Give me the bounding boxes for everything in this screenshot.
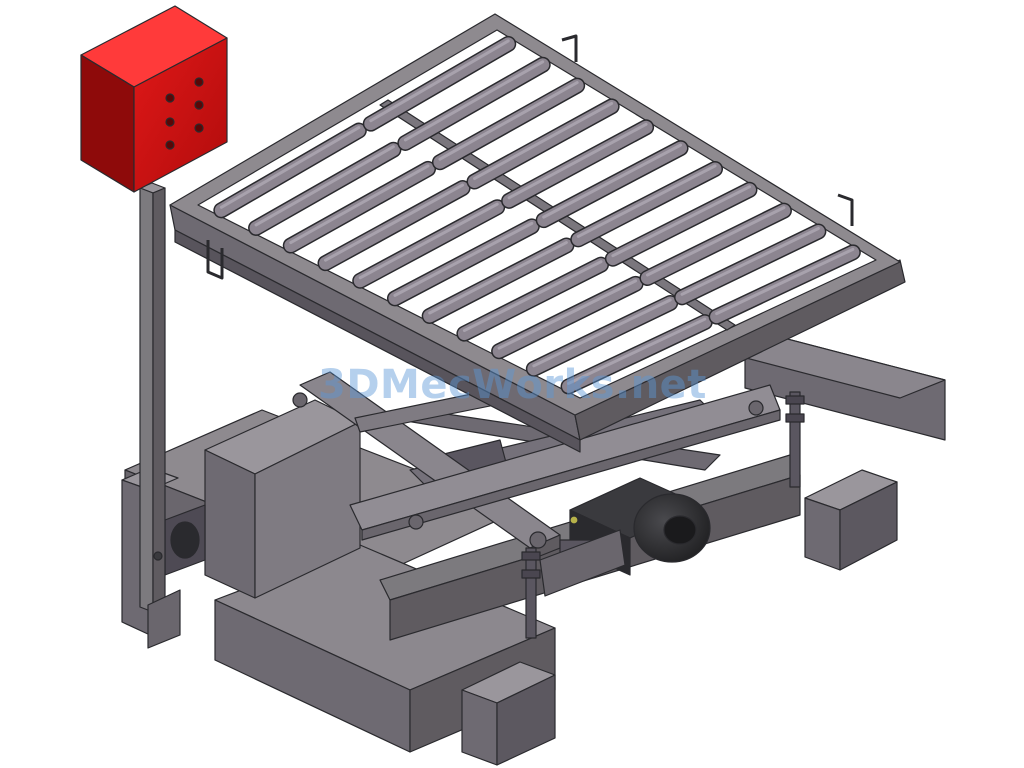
roller: [423, 239, 573, 323]
pivot-pin: [529, 531, 547, 549]
roller-highlight: [324, 183, 465, 262]
roller: [433, 79, 584, 169]
roller: [502, 120, 653, 208]
roller-highlight: [358, 202, 499, 280]
roller-highlight: [576, 164, 717, 238]
roller-highlight: [680, 226, 820, 296]
roller: [468, 99, 619, 189]
roller-highlight: [611, 185, 751, 258]
roller: [675, 224, 825, 304]
roller-highlight: [393, 221, 534, 297]
roller-highlight: [438, 81, 579, 161]
roller-highlight: [542, 143, 683, 219]
control-box-buttons: [165, 77, 204, 150]
roller: [492, 277, 643, 358]
roller-highlight: [715, 247, 855, 316]
roller-highlight: [254, 145, 395, 227]
roller-highlight: [497, 279, 638, 350]
pivot-pin: [748, 400, 764, 416]
roller: [640, 204, 791, 285]
roller-highlight: [507, 122, 648, 200]
base-foot-front: [461, 661, 556, 766]
roller-highlight: [428, 241, 568, 315]
roller: [398, 58, 550, 150]
roller: [606, 183, 756, 266]
control-pole: [139, 182, 181, 649]
roller: [284, 162, 435, 253]
roller-highlight: [532, 298, 672, 368]
control-box: [80, 5, 228, 193]
roller-highlight: [369, 39, 510, 123]
pivot-pin: [292, 392, 308, 408]
base-foot-right: [804, 469, 898, 571]
roller: [537, 141, 688, 227]
roller: [457, 258, 608, 341]
roller-highlight: [289, 164, 430, 245]
pivot-pin: [408, 514, 424, 530]
left-drive-housing: [164, 504, 206, 576]
roller-set: [213, 35, 861, 395]
guide-post-right: [785, 391, 805, 488]
scissor-mechanism: [292, 371, 781, 561]
roller: [527, 296, 677, 376]
deck-handles: [206, 34, 854, 280]
roller: [388, 219, 539, 305]
roller-highlight: [403, 60, 545, 142]
roller: [249, 143, 400, 235]
roller: [562, 315, 712, 393]
roller: [364, 37, 515, 131]
roller: [214, 124, 366, 217]
roller: [571, 162, 722, 246]
roller-highlight: [462, 260, 603, 333]
roller: [710, 245, 860, 324]
roller-highlight: [473, 101, 614, 181]
roller: [319, 181, 470, 270]
motor-base: [539, 529, 626, 597]
roller-highlight: [219, 126, 361, 209]
roller-highlight: [645, 206, 786, 277]
roller: [353, 200, 504, 288]
roller-highlight: [567, 317, 707, 385]
guide-post-front: [521, 547, 541, 639]
